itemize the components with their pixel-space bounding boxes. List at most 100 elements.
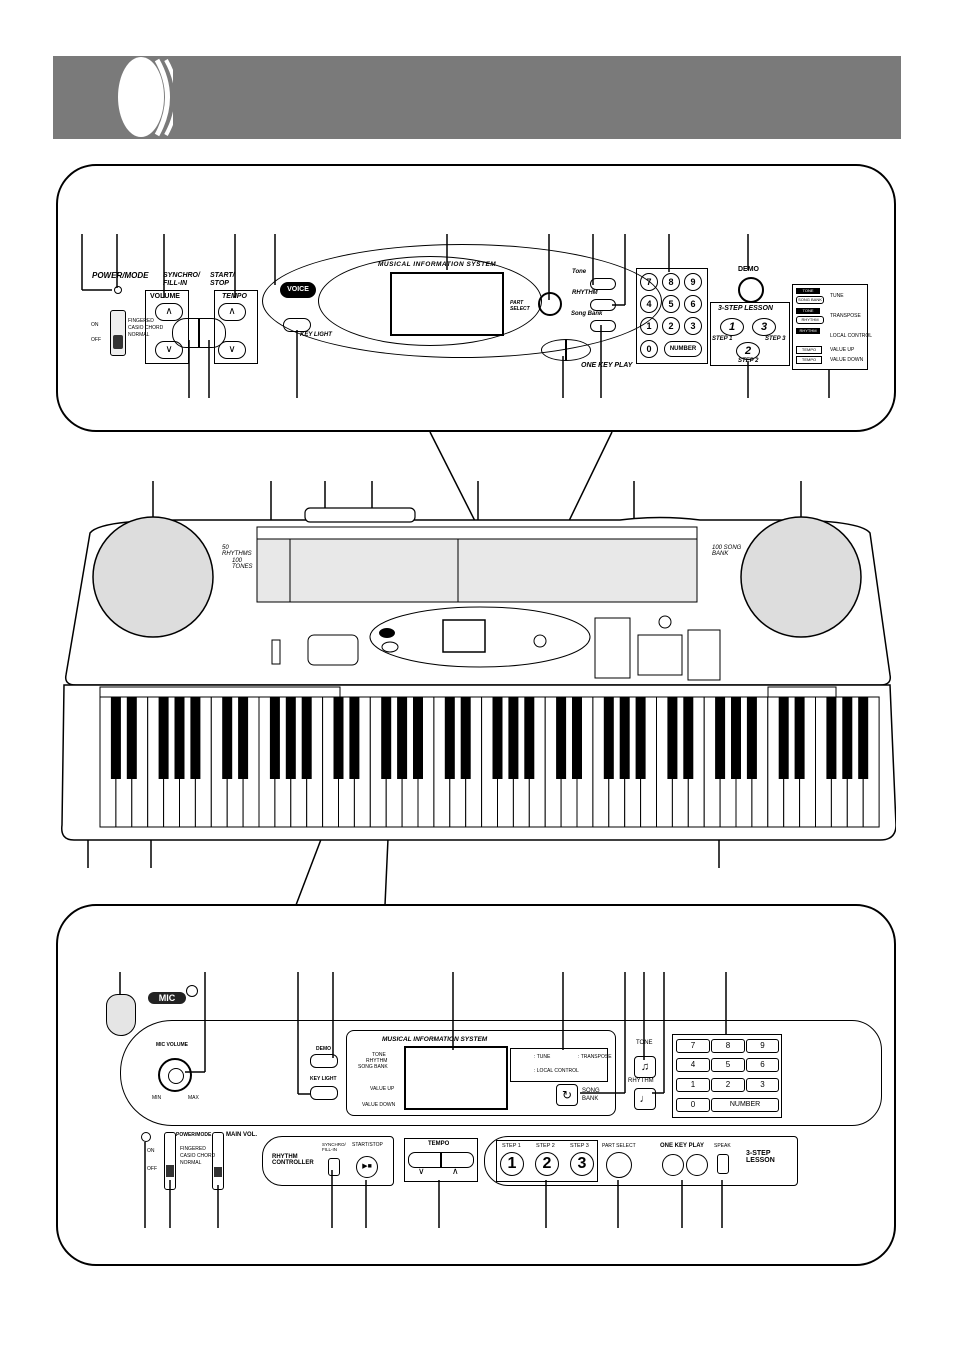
black-key[interactable] <box>556 697 567 779</box>
power-mode-switch-b[interactable] <box>164 1132 176 1190</box>
tag-tone-2: TONE <box>796 308 820 314</box>
black-key[interactable] <box>524 697 535 779</box>
demo-button-b[interactable] <box>310 1054 338 1068</box>
black-key[interactable] <box>508 697 519 779</box>
lesson-step1-button[interactable]: 1 <box>720 318 744 336</box>
black-key[interactable] <box>333 697 344 779</box>
rhythm-button-b[interactable]: ♩ <box>634 1088 656 1110</box>
black-key[interactable] <box>285 697 296 779</box>
black-key[interactable] <box>301 697 312 779</box>
power-mode-switch[interactable] <box>110 310 126 356</box>
key-0[interactable]: 0 <box>640 340 658 358</box>
black-key[interactable] <box>110 697 121 779</box>
step2-button-b[interactable]: 2 <box>535 1152 559 1176</box>
part-select-button[interactable] <box>538 292 562 316</box>
mic-volume-knob[interactable] <box>158 1058 192 1092</box>
part-select-button-b[interactable] <box>606 1152 632 1178</box>
voice-button[interactable]: VOICE <box>280 282 316 298</box>
black-key[interactable] <box>413 697 423 779</box>
volume-down-button[interactable]: ∨ <box>155 341 183 359</box>
synchro-start-buttons[interactable] <box>172 318 226 348</box>
start-stop-button-b[interactable]: ▶■ <box>356 1156 378 1178</box>
on-label: ON <box>91 322 99 328</box>
func-value-up: VALUE UP <box>830 347 855 353</box>
black-key[interactable] <box>238 697 249 779</box>
lesson-step3-button[interactable]: 3 <box>752 318 776 336</box>
black-key[interactable] <box>826 697 837 779</box>
tone-button[interactable] <box>590 278 616 290</box>
key-b-3[interactable]: 3 <box>746 1078 779 1092</box>
black-key[interactable] <box>460 697 471 779</box>
black-key[interactable] <box>381 697 392 779</box>
song-bank-button-b[interactable]: ↻ <box>556 1084 578 1106</box>
lesson-step2-button[interactable]: 2 <box>736 342 760 360</box>
black-key[interactable] <box>619 697 630 779</box>
one-key-play-button-2[interactable] <box>686 1154 708 1176</box>
keypad-top-keys[interactable]: 7 8 9 4 5 6 1 2 3 0 NUMBER <box>640 273 704 359</box>
key-1[interactable]: 1 <box>640 317 658 335</box>
key-b-0[interactable]: 0 <box>676 1098 710 1112</box>
tempo-up-button[interactable]: ∧ <box>218 303 246 321</box>
tone-button-b[interactable]: ♫ <box>634 1056 656 1078</box>
main-volume-slider[interactable] <box>212 1132 224 1190</box>
mic-jack[interactable] <box>106 994 136 1036</box>
tempo-down-button[interactable]: ∨ <box>218 341 246 359</box>
black-key[interactable] <box>269 697 280 779</box>
synchro-fill-button-b[interactable] <box>328 1158 340 1176</box>
lesson-console-b <box>484 1136 798 1186</box>
key-6[interactable]: 6 <box>684 295 702 313</box>
key-b-2[interactable]: 2 <box>711 1078 745 1092</box>
key-b-8[interactable]: 8 <box>711 1039 745 1053</box>
key-8[interactable]: 8 <box>662 273 680 291</box>
black-key[interactable] <box>397 697 408 779</box>
number-button-b[interactable]: NUMBER <box>711 1098 779 1112</box>
key-light-button-b[interactable] <box>310 1086 338 1100</box>
key-b-4[interactable]: 4 <box>676 1058 710 1072</box>
black-key[interactable] <box>842 697 853 779</box>
key-9[interactable]: 9 <box>684 273 702 291</box>
black-key[interactable] <box>667 697 678 779</box>
black-key[interactable] <box>794 697 805 779</box>
black-key[interactable] <box>635 697 646 779</box>
volume-up-button[interactable]: ∧ <box>155 303 183 321</box>
black-key[interactable] <box>572 697 582 779</box>
black-key[interactable] <box>715 697 726 779</box>
black-key[interactable] <box>858 697 869 779</box>
step1-button-b[interactable]: 1 <box>500 1152 524 1176</box>
black-key[interactable] <box>190 697 201 779</box>
key-5[interactable]: 5 <box>662 295 680 313</box>
volume-box <box>145 290 189 364</box>
black-key[interactable] <box>158 697 169 779</box>
one-key-play-button-1[interactable] <box>662 1154 684 1176</box>
key-b-5[interactable]: 5 <box>711 1058 745 1072</box>
tempo-down-button-b[interactable] <box>408 1152 442 1168</box>
black-key[interactable] <box>174 697 185 779</box>
key-7[interactable]: 7 <box>640 273 658 291</box>
black-key[interactable] <box>126 697 137 779</box>
rhythm-button[interactable] <box>590 299 616 311</box>
key-3[interactable]: 3 <box>684 317 702 335</box>
tone-label-b: TONE <box>636 1040 653 1046</box>
black-key[interactable] <box>444 697 455 779</box>
black-key[interactable] <box>222 697 233 779</box>
key-2[interactable]: 2 <box>662 317 680 335</box>
key-b-9[interactable]: 9 <box>746 1039 779 1053</box>
number-button[interactable]: NUMBER <box>664 341 702 357</box>
step3-button-b[interactable]: 3 <box>570 1152 594 1176</box>
key-light-button[interactable] <box>283 318 311 332</box>
tempo-up-button-b[interactable] <box>440 1152 474 1168</box>
black-key[interactable] <box>349 697 360 779</box>
speak-button[interactable] <box>717 1154 729 1174</box>
black-key[interactable] <box>746 697 757 779</box>
black-key[interactable] <box>683 697 694 779</box>
key-4[interactable]: 4 <box>640 295 658 313</box>
black-key[interactable] <box>492 697 503 779</box>
black-key[interactable] <box>778 697 789 779</box>
key-b-6[interactable]: 6 <box>746 1058 779 1072</box>
one-key-play-buttons[interactable] <box>541 339 591 361</box>
key-b-7[interactable]: 7 <box>676 1039 710 1053</box>
song-bank-button[interactable] <box>590 320 616 332</box>
key-b-1[interactable]: 1 <box>676 1078 710 1092</box>
black-key[interactable] <box>603 697 614 779</box>
black-key[interactable] <box>731 697 741 779</box>
